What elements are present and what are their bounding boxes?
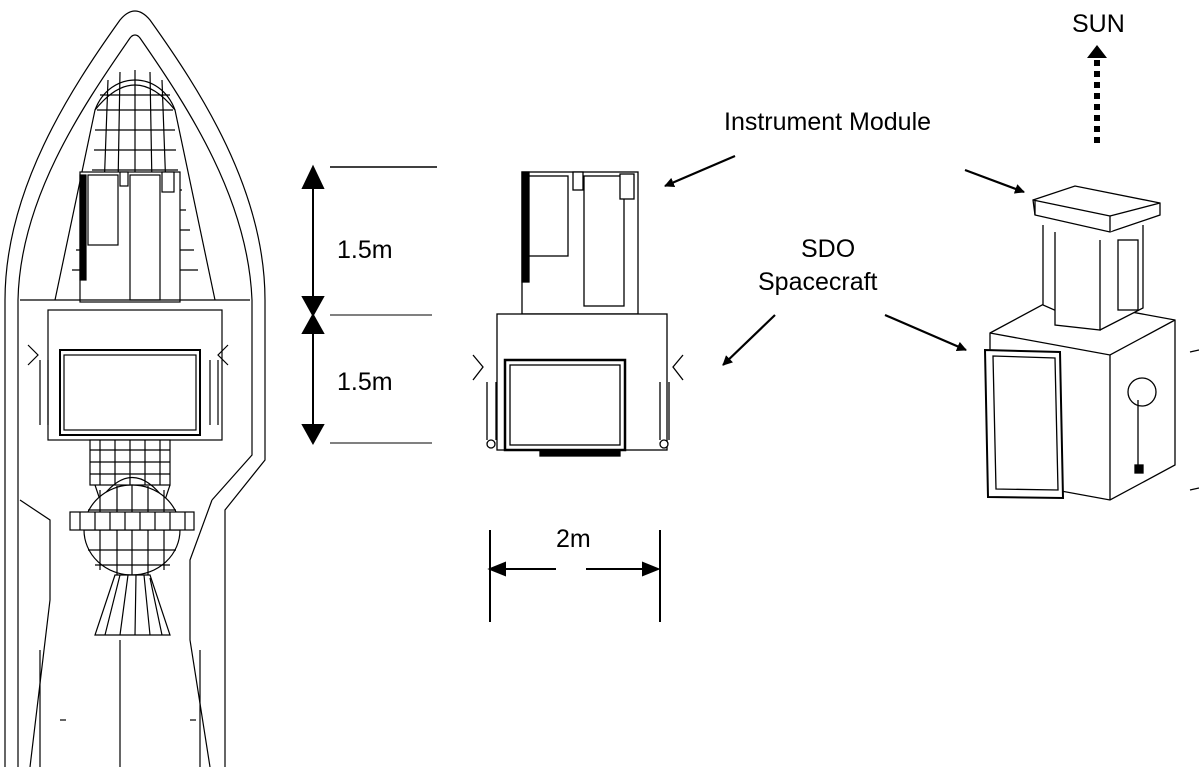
sun-direction-arrow	[1087, 45, 1107, 143]
width-label: 2m	[556, 525, 591, 553]
spacecraft-isometric-view	[983, 185, 1199, 501]
height-dimension	[301, 164, 437, 446]
height-lower-label: 1.5m	[337, 368, 393, 396]
sun-label: SUN	[1072, 10, 1125, 38]
height-upper-label: 1.5m	[337, 236, 393, 264]
spacecraft-front-view	[472, 171, 684, 457]
instrument-module-label: Instrument Module	[724, 108, 932, 136]
callout-arrows	[664, 154, 1025, 366]
sdo-label: SDO	[801, 235, 856, 263]
spacecraft-label: Spacecraft	[758, 268, 878, 296]
width-dimension	[487, 530, 661, 622]
launch-vehicle-fairing	[4, 10, 266, 767]
